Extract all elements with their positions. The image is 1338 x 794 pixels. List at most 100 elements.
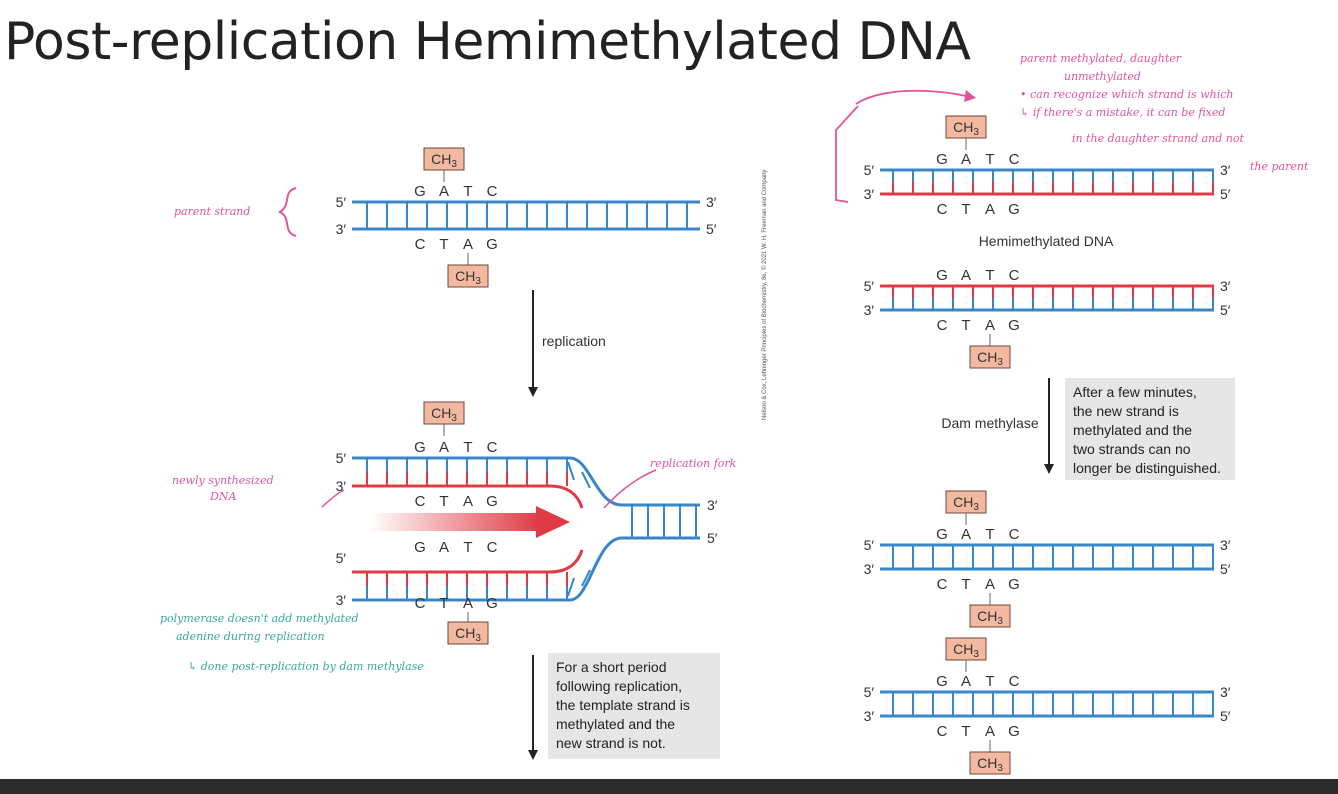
parent-duplex-bottom-3: 3′ (336, 221, 347, 237)
full-duplex-2-top-base: C (1009, 673, 1020, 690)
fork-3-top: 3′ (336, 478, 347, 494)
fork-bottom-base: A (463, 595, 473, 612)
hemi-duplex-2-top-base: T (985, 267, 994, 284)
fork-angled-rung (567, 461, 575, 481)
fork-angled-rung (567, 577, 575, 597)
top-right-note: ↳ if there's a mistake, it can be fixed (1020, 106, 1225, 119)
hemi-duplex-2-top-base: G (936, 267, 948, 284)
full-duplex-2-top-base: A (961, 673, 971, 690)
fork-3-bottom: 3′ (336, 592, 347, 608)
hemi-duplex-1-top-base: A (961, 151, 971, 168)
hemi-duplex-2-top-5: 5′ (864, 278, 875, 294)
full-duplex-1-top-5: 5′ (864, 537, 875, 553)
left-caption-box (548, 653, 720, 759)
fork-top-base: T (463, 439, 472, 456)
right-caption-line: methylated and the (1073, 422, 1192, 438)
fork-parent-top (352, 456, 700, 507)
hemi-duplex-2-bottom-base: T (961, 317, 970, 334)
hemi-duplex-2-bottom-5: 5′ (1220, 302, 1231, 318)
polymerase-note: polymerase doesn't add methylated (160, 612, 359, 625)
synthesis-arrow-body (370, 513, 540, 531)
hemi-duplex-2-top-3: 3′ (1220, 278, 1231, 294)
right-caption-box (1065, 378, 1235, 480)
fork-new-bottom (352, 549, 584, 574)
hemi-duplex-2-ch3-bottom-label: CH3 (977, 349, 1003, 368)
hemi-duplex-1-bottom-base: A (985, 201, 995, 218)
full-duplex-1-bottom-base: T (961, 576, 970, 593)
hemi-duplex-1-top-base: T (985, 151, 994, 168)
hemi-duplex-2-bottom-base: G (1008, 317, 1020, 334)
fork-lower-base: C (487, 539, 498, 556)
taskbar (0, 779, 1338, 794)
hemi-duplex-2-top-base: C (1009, 267, 1020, 284)
fork-ch3-bottom-label: CH3 (455, 625, 481, 644)
fork-parent-bottom (352, 536, 700, 602)
full-duplex-2-bottom-5: 5′ (1220, 708, 1231, 724)
synthesis-arrow-head (536, 506, 570, 538)
top-right-arrowhead (964, 90, 976, 102)
hemi-duplex-1-bottom-3: 3′ (864, 186, 875, 202)
replication-arrow-head (528, 387, 538, 397)
fork-mid-base: G (486, 493, 498, 510)
parent-duplex-bottom-5: 5′ (706, 221, 717, 237)
replication-fork-note: replication fork (650, 457, 737, 470)
parent-duplex-bottom-base: G (486, 236, 498, 253)
fork-mid-base: C (415, 493, 426, 510)
full-duplex-1-bottom-base: A (985, 576, 995, 593)
top-right-arrow (855, 89, 967, 105)
left-caption-line: the template strand is (556, 697, 690, 713)
fork-new-top (352, 484, 584, 509)
hemimethylated-label: Hemimethylated DNA (979, 233, 1114, 249)
parent-strand-brace (278, 187, 297, 237)
fork-mid-base: A (463, 493, 473, 510)
parent-duplex-top-base: C (487, 183, 498, 200)
full-duplex-1-ch3-bottom-label: CH3 (977, 608, 1003, 627)
hemi-duplex-2-ch3-bottom-box (969, 345, 1011, 369)
hemi-duplex-1-ch3-top-label: CH3 (953, 119, 979, 138)
parent-duplex-top-3: 3′ (706, 194, 717, 210)
polymerase-note: ↳ done post-replication by dam methylase (188, 660, 424, 673)
fork-bottom-base: G (486, 595, 498, 612)
parent-duplex-top-5: 5′ (336, 194, 347, 210)
credit-text: Nelson & Cox, Lehninger Principles of Bi… (761, 170, 768, 420)
full-duplex-2-bottom-base: T (961, 723, 970, 740)
newly-synth-note: DNA (209, 490, 236, 503)
hemi-duplex-2-bottom-base: A (985, 317, 995, 334)
parent-duplex-ch3-bottom-label: CH3 (455, 268, 481, 287)
full-duplex-2-top-5: 5′ (864, 684, 875, 700)
hemi-duplex-2-bottom-3: 3′ (864, 302, 875, 318)
full-duplex-2-bottom-base: C (937, 723, 948, 740)
hemi-duplex-1-bottom-base: G (1008, 201, 1020, 218)
top-right-note: • can recognize which strand is which (1020, 88, 1233, 101)
fork-lower-base: A (439, 539, 449, 556)
newly-synth-note: newly synthesized (172, 474, 274, 487)
fork-angled-rung (581, 471, 591, 489)
full-duplex-2-bottom-base: A (985, 723, 995, 740)
right-caption-line: After a few minutes, (1073, 384, 1197, 400)
fork-ch3-bottom-box (447, 621, 489, 645)
full-duplex-1-ch3-bottom-box (969, 604, 1011, 628)
fork-top-base: A (439, 439, 449, 456)
fork-pointer (603, 469, 657, 509)
full-duplex-1-bottom-base: G (1008, 576, 1020, 593)
full-duplex-2-top-base: G (936, 673, 948, 690)
dam-methylase-label: Dam methylase (941, 415, 1038, 431)
right-caption-line: the new strand is (1073, 403, 1179, 419)
dam-arrow-head (1044, 464, 1054, 474)
fork-top-base: G (414, 439, 426, 456)
fork-lower-base: T (463, 539, 472, 556)
top-right-note: in the daughter strand and not (1072, 132, 1244, 145)
parent-duplex-top-base: G (414, 183, 426, 200)
hemi-duplex-2-top-base: A (961, 267, 971, 284)
full-duplex-1-top-base: C (1009, 526, 1020, 543)
parent-duplex-ch3-bottom-box (447, 264, 489, 288)
full-duplex-2-bottom-3: 3′ (864, 708, 875, 724)
fork-top-base: C (487, 439, 498, 456)
full-duplex-2-ch3-bottom-label: CH3 (977, 755, 1003, 774)
fork-bottom-base: T (439, 595, 448, 612)
parent-duplex-bottom-base: A (463, 236, 473, 253)
hemi-duplex-1-top-3: 3′ (1220, 162, 1231, 178)
right-caption-line: longer be distinguished. (1073, 460, 1221, 476)
fork-angled-rung (581, 569, 591, 587)
